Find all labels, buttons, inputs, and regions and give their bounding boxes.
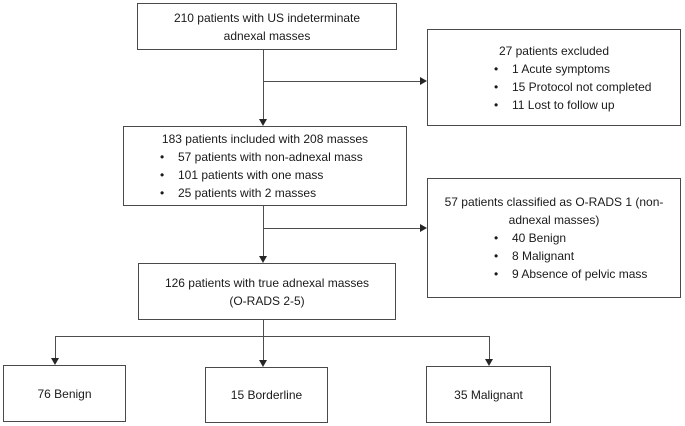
box-excluded-bullets: • 1 Acute symptoms • 15 Protocol not com… [428, 60, 680, 114]
bullet-icon: • [494, 231, 499, 245]
box-malignant: 35 Malignant [426, 366, 551, 423]
box-included: 183 patients included with 208 masses • … [123, 126, 407, 206]
arrow-down-icon [51, 358, 59, 365]
bullet-text: 9 Absence of pelvic mass [512, 267, 648, 281]
list-item: • 101 patients with one mass [160, 166, 406, 184]
connector-top-to-included [263, 50, 264, 120]
connector-to-malignant [489, 336, 490, 360]
box-total-patients-line1: 210 patients with US indeterminate [173, 10, 361, 25]
bullet-icon: • [494, 267, 499, 281]
bullet-text: 25 patients with 2 masses [178, 186, 317, 200]
connector-included-to-true [263, 206, 264, 257]
box-true-adnexal-line2: (O-RADS 2-5) [229, 293, 305, 308]
list-item: • 11 Lost to follow up [494, 96, 680, 114]
box-total-patients: 210 patients with US indeterminate adnex… [137, 3, 397, 50]
list-item: • 40 Benign [494, 229, 680, 247]
list-item: • 1 Acute symptoms [494, 60, 680, 78]
arrow-down-icon [259, 119, 267, 126]
box-orads1-title-line1: 57 patients classified as O-RADS 1 (non- [444, 195, 664, 209]
bullet-icon: • [494, 97, 499, 112]
box-orads1-bullets: • 40 Benign • 8 Malignant • 9 Absence of… [428, 229, 680, 283]
bullet-icon: • [160, 186, 165, 200]
connector-to-borderline [263, 336, 264, 361]
connector-to-benign [55, 336, 56, 359]
arrow-down-icon [259, 256, 267, 263]
box-benign: 76 Benign [3, 365, 126, 422]
connector-true-to-branch [263, 320, 264, 337]
arrow-down-icon [485, 359, 493, 366]
arrow-right-icon [420, 77, 427, 85]
box-true-adnexal-line1: 126 patients with true adnexal masses [164, 275, 370, 290]
list-item: • 57 patients with non-adnexal mass [160, 148, 406, 166]
bullet-text: 40 Benign [512, 231, 567, 245]
connector-to-excluded [263, 81, 420, 82]
list-item: • 15 Protocol not completed [494, 78, 680, 96]
box-true-adnexal: 126 patients with true adnexal masses (O… [138, 263, 396, 320]
arrow-right-icon [420, 224, 427, 232]
box-included-bullets: • 57 patients with non-adnexal mass • 10… [124, 148, 406, 202]
box-orads1: 57 patients classified as O-RADS 1 (non-… [427, 178, 681, 298]
box-benign-label: 76 Benign [37, 386, 92, 401]
box-total-patients-line2: adnexal masses [223, 28, 311, 43]
box-borderline-label: 15 Borderline [230, 388, 303, 402]
arrow-down-icon [259, 360, 267, 367]
box-included-title: 183 patients included with 208 masses [161, 132, 369, 146]
bullet-text: 11 Lost to follow up [512, 97, 615, 112]
bullet-icon: • [494, 61, 499, 76]
bullet-icon: • [160, 168, 165, 182]
bullet-icon: • [160, 150, 165, 164]
bullet-text: 15 Protocol not completed [512, 79, 652, 94]
list-item: • 8 Malignant [494, 247, 680, 265]
box-excluded-title: 27 patients excluded [498, 43, 610, 58]
bullet-text: 1 Acute symptoms [512, 61, 611, 76]
box-malignant-label: 35 Malignant [454, 387, 523, 402]
bullet-text: 57 patients with non-adnexal mass [178, 150, 363, 164]
list-item: • 25 patients with 2 masses [160, 184, 406, 202]
bullet-icon: • [494, 249, 499, 263]
connector-to-orads1 [263, 228, 420, 229]
bullet-text: 101 patients with one mass [178, 168, 324, 182]
bullet-text: 8 Malignant [512, 249, 575, 263]
box-excluded: 27 patients excluded • 1 Acute symptoms … [427, 29, 681, 126]
branch-line [55, 336, 490, 337]
bullet-icon: • [494, 79, 499, 94]
list-item: • 9 Absence of pelvic mass [494, 265, 680, 283]
box-orads1-title-line2: adnexal masses) [508, 213, 600, 227]
box-borderline: 15 Borderline [205, 367, 328, 423]
